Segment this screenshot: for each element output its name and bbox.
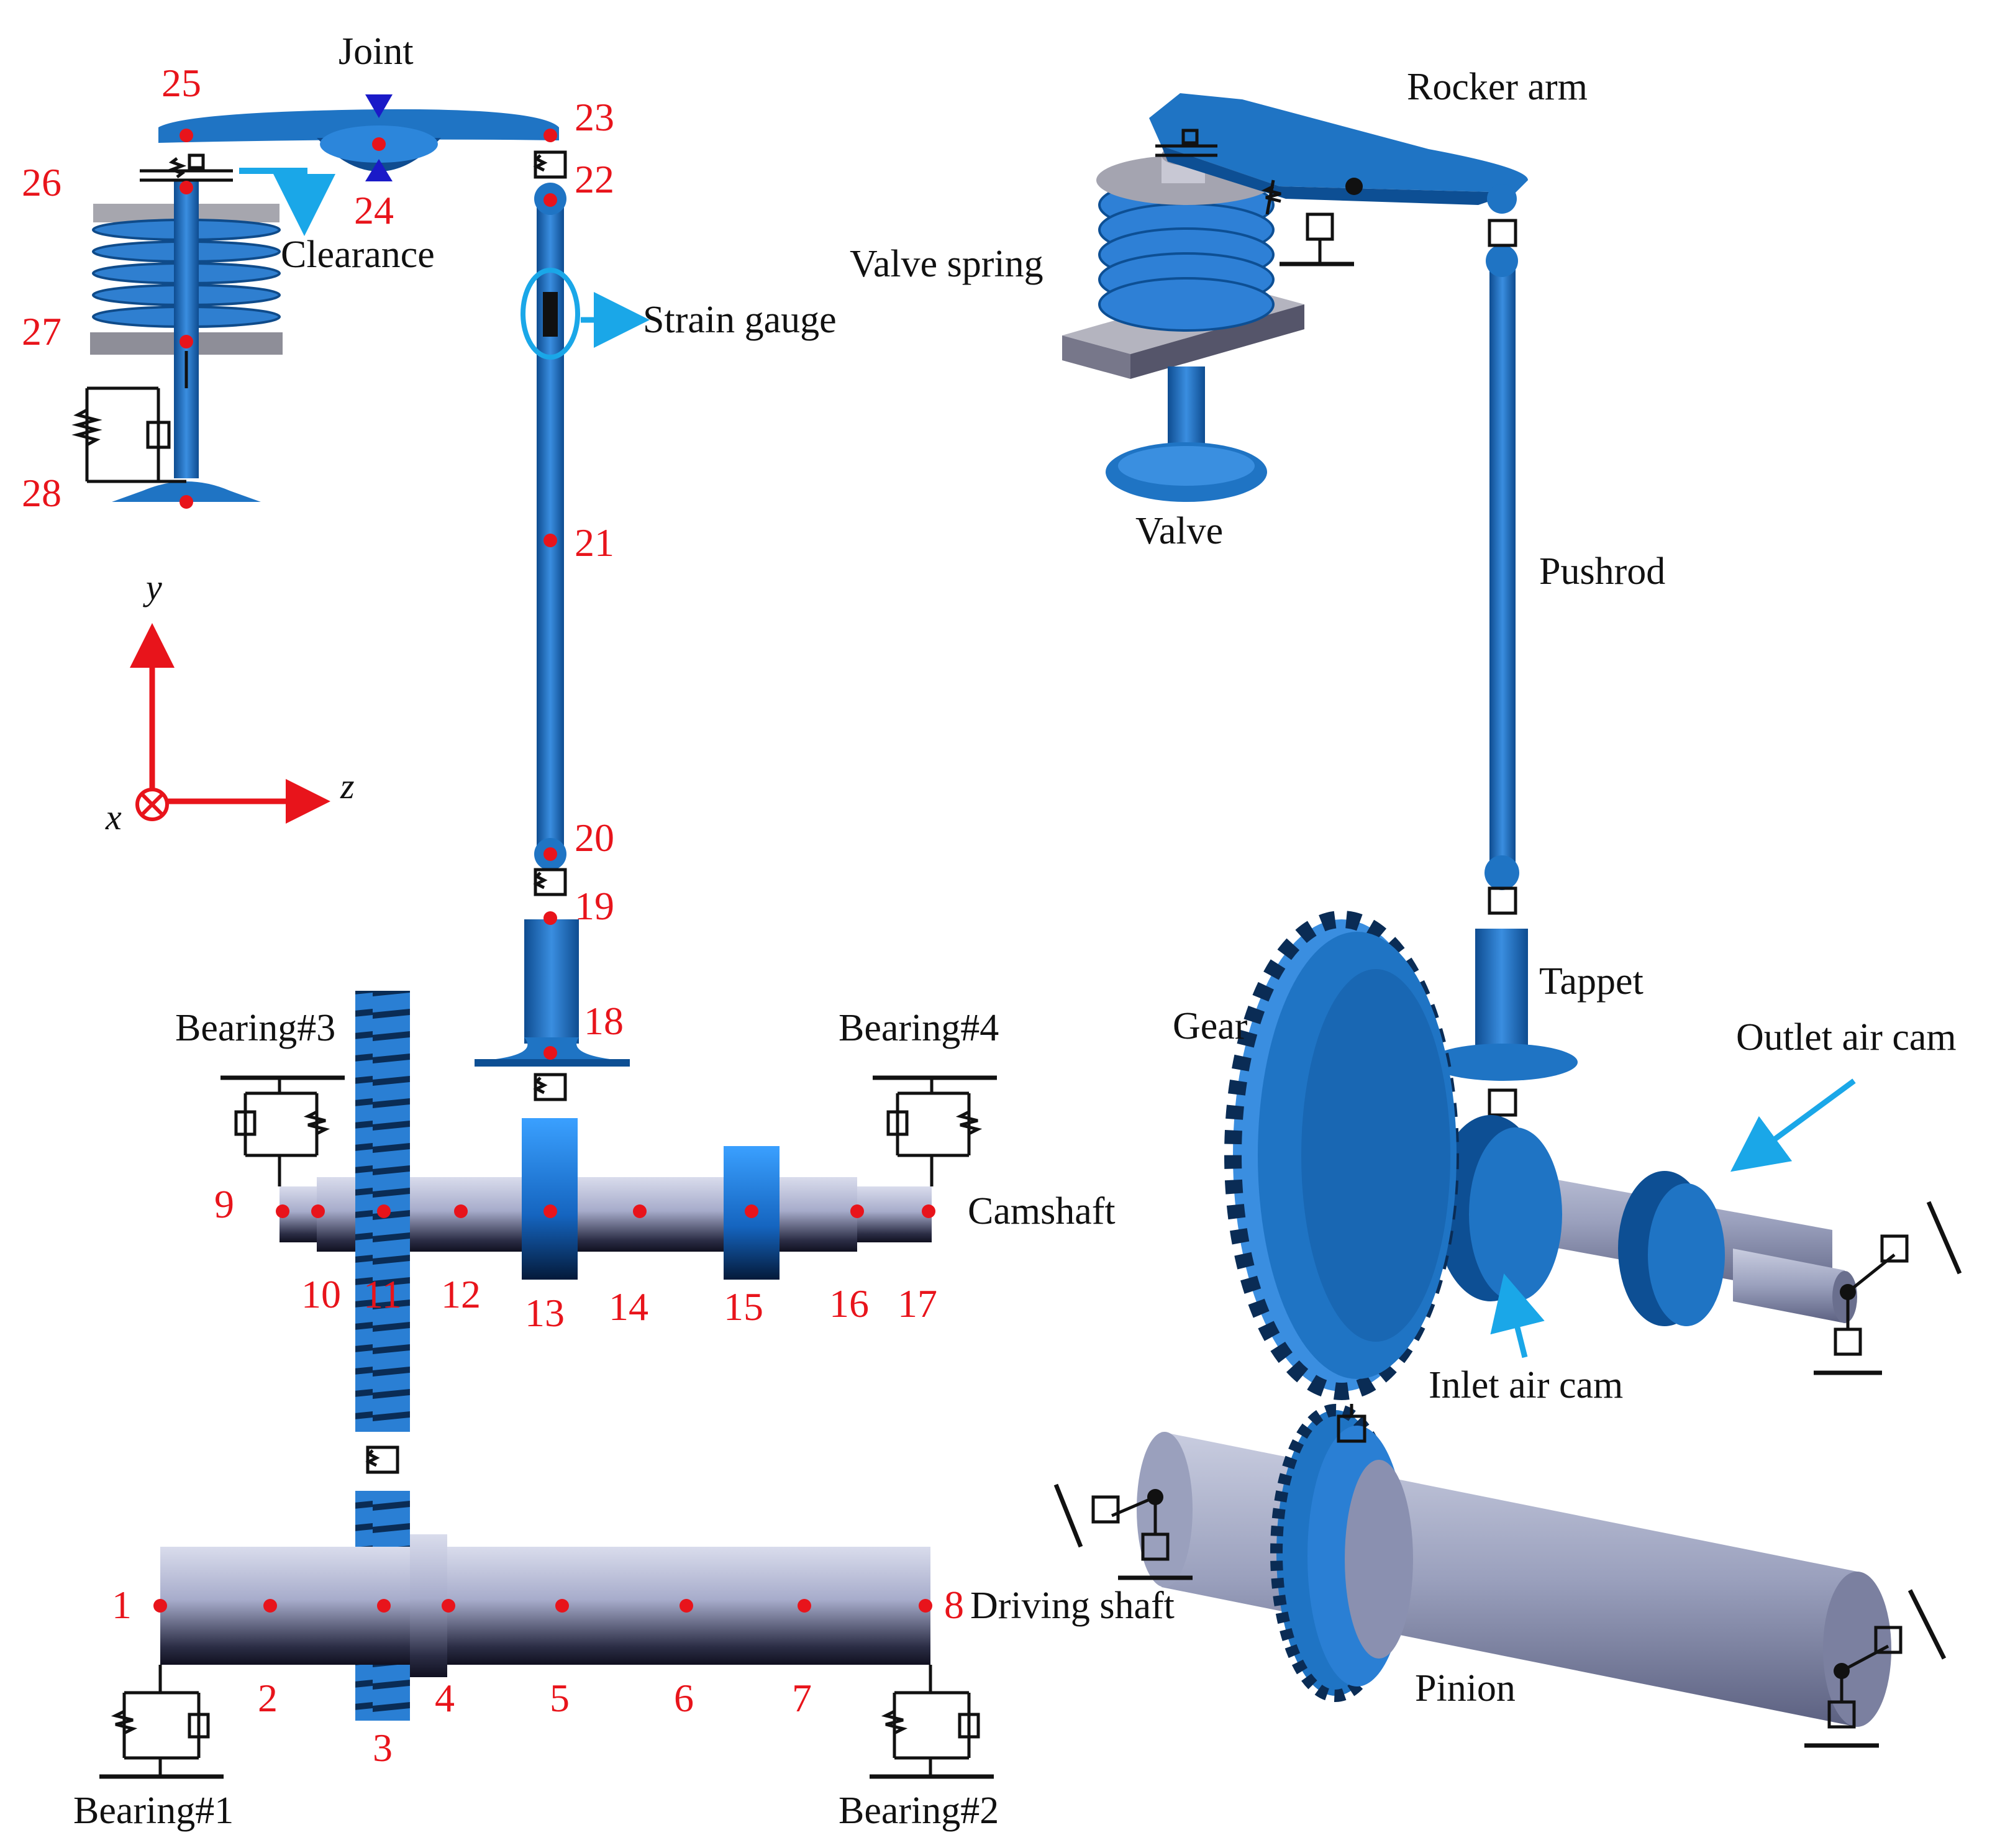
label-bearing-2: Bearing#2 bbox=[839, 1790, 999, 1832]
bearing-2-support bbox=[870, 1665, 994, 1779]
node-label: 17 bbox=[898, 1281, 937, 1326]
rocker-arm-3d bbox=[1149, 93, 1528, 205]
label-gear: Gear bbox=[1173, 1005, 1248, 1047]
rocker-pivot-joint bbox=[1345, 178, 1363, 195]
node-label: 12 bbox=[441, 1272, 481, 1316]
node-label: 27 bbox=[22, 309, 61, 353]
cam-callout-arrows bbox=[1490, 1078, 1856, 1359]
node-label: 22 bbox=[575, 157, 614, 201]
node-label: 20 bbox=[575, 816, 614, 860]
label-driving-shaft: Driving shaft bbox=[970, 1585, 1175, 1627]
label-inlet-air-cam: Inlet air cam bbox=[1429, 1364, 1623, 1406]
clearance-callout-arrow bbox=[239, 168, 335, 236]
joint-marker bbox=[365, 94, 393, 181]
inlet-air-cam-3d bbox=[1435, 1115, 1562, 1301]
label-outlet-air-cam: Outlet air cam bbox=[1736, 1016, 1957, 1058]
camshaft-end-joint bbox=[1840, 1284, 1856, 1300]
outlet-air-cam-3d bbox=[1618, 1171, 1725, 1326]
pushrod-left bbox=[534, 183, 566, 870]
label-valve: Valve bbox=[1135, 510, 1223, 552]
rocker-pushrod-spring-damper bbox=[533, 150, 567, 179]
label-tappet: Tappet bbox=[1539, 960, 1644, 1003]
node-label: 13 bbox=[525, 1291, 565, 1335]
component-labels: Joint Clearance Strain gauge Rocker arm … bbox=[73, 30, 1957, 1832]
node-label: 8 bbox=[944, 1583, 964, 1627]
driving-shaft-joint-right bbox=[1834, 1663, 1850, 1679]
gear-3d bbox=[1224, 911, 1459, 1400]
axis-label-x: x bbox=[105, 797, 122, 837]
node-label: 18 bbox=[584, 999, 624, 1043]
node-label: 2 bbox=[258, 1676, 278, 1720]
driving-shaft-joint-left bbox=[1147, 1489, 1163, 1505]
clearance-spring-damper bbox=[140, 153, 233, 182]
rocker-arm-left bbox=[158, 109, 559, 171]
node-label: 26 bbox=[22, 160, 61, 204]
tappet-cam-spring-damper bbox=[533, 1073, 567, 1101]
valve-rocker-spring-damper bbox=[1155, 129, 1217, 157]
node-label: 28 bbox=[22, 471, 61, 515]
node-dots bbox=[153, 129, 935, 1613]
pushrod-3d bbox=[1484, 184, 1519, 890]
tappet-pushrod-spring-damper bbox=[533, 868, 567, 896]
label-strain-gauge: Strain gauge bbox=[643, 299, 837, 341]
bearing-3-support bbox=[221, 1075, 345, 1186]
label-bearing-1: Bearing#1 bbox=[73, 1790, 234, 1832]
axis-labels: y z x bbox=[105, 567, 355, 837]
node-label: 11 bbox=[363, 1272, 402, 1316]
node-label: 16 bbox=[829, 1281, 869, 1326]
label-clearance: Clearance bbox=[281, 234, 435, 276]
label-camshaft: Camshaft bbox=[968, 1190, 1116, 1232]
node-label: 9 bbox=[214, 1182, 234, 1226]
tappet-left bbox=[475, 919, 630, 1067]
node-label: 19 bbox=[575, 884, 614, 928]
node-label: 25 bbox=[161, 61, 201, 105]
gear-pinion-spring-damper-3d bbox=[1337, 1404, 1366, 1443]
node-label: 23 bbox=[575, 95, 614, 139]
label-valve-spring: Valve spring bbox=[850, 243, 1043, 285]
node-label: 4 bbox=[435, 1676, 455, 1720]
valve-seat-spring-damper bbox=[71, 351, 188, 483]
camshaft-end-supports-3d bbox=[1814, 1201, 1962, 1375]
coordinate-axes bbox=[130, 623, 330, 824]
driving-shaft-supports-3d bbox=[1053, 1483, 1947, 1748]
axis-label-z: z bbox=[340, 766, 355, 806]
rocker-pivot-support bbox=[1261, 180, 1354, 266]
pinion-3d bbox=[1270, 1404, 1413, 1702]
axis-label-y: y bbox=[143, 567, 162, 608]
node-label: 5 bbox=[550, 1676, 570, 1720]
node-label: 21 bbox=[575, 521, 614, 565]
node-label: 7 bbox=[792, 1676, 812, 1720]
tappet-3d bbox=[1429, 929, 1578, 1081]
node-label: 15 bbox=[724, 1285, 763, 1329]
label-rocker-arm: Rocker arm bbox=[1407, 66, 1588, 108]
node-label: 1 bbox=[112, 1583, 132, 1627]
node-label: 10 bbox=[301, 1272, 341, 1316]
valve-3d bbox=[1106, 366, 1267, 502]
gear-mesh-spring-damper bbox=[365, 1445, 399, 1474]
label-joint: Joint bbox=[339, 30, 414, 73]
valve-spring-3d bbox=[1062, 145, 1304, 379]
label-pushrod: Pushrod bbox=[1539, 550, 1665, 593]
node-label: 3 bbox=[373, 1726, 393, 1770]
pushrod-spring-dampers-3d bbox=[1488, 219, 1517, 1117]
node-label: 14 bbox=[609, 1285, 648, 1329]
node-label: 24 bbox=[354, 188, 394, 232]
bearing-4-support bbox=[873, 1075, 997, 1186]
node-number-labels: 1 2 3 4 5 6 7 8 9 10 11 12 13 14 15 16 1… bbox=[22, 61, 964, 1770]
strain-gauge bbox=[521, 268, 650, 360]
label-bearing-4: Bearing#4 bbox=[839, 1007, 999, 1049]
label-pinion: Pinion bbox=[1415, 1667, 1516, 1709]
bearing-1-support bbox=[99, 1665, 224, 1779]
node-label: 6 bbox=[674, 1676, 694, 1720]
label-bearing-3: Bearing#3 bbox=[175, 1007, 335, 1049]
